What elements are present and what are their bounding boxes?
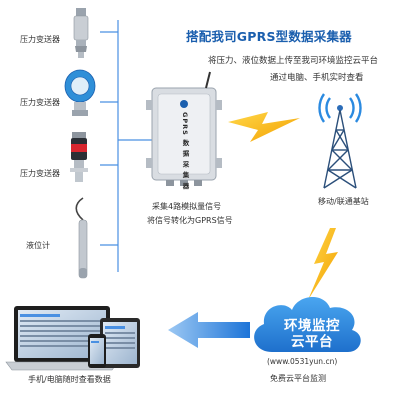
collector-caption-2: 将信号转化为GPRS信号 [147,216,233,225]
phone-icon [88,334,106,368]
wireless-signal-lightning-icon [308,228,338,300]
pressure-transmitter-icon [70,132,88,182]
tablet-icon [100,318,140,368]
devices-caption: 手机/电脑随时查看数据 [28,375,111,384]
description-line-1: 将压力、液位数据上传至我司环境监控云平台 [208,56,379,66]
cloud-title-line-1: 环境监控 [284,318,340,334]
pressure-transmitter-icon [73,8,89,58]
collector-caption-1: 采集4路模拟量信号 [152,202,222,211]
base-station-label: 移动/联通基站 [318,197,369,206]
cloud-title-line-2: 云平台 [291,334,333,350]
level-meter-icon [75,197,88,279]
sensor-label-1: 压力变送器 [20,35,60,44]
gprs-collector-box [146,71,222,186]
collector-box-label: GPRS 数 据 采 集 器 [181,112,189,190]
sensor-label-3: 压力变送器 [20,169,60,178]
sensor-connector-lines [100,20,152,272]
data-flow-arrow-icon [168,312,250,348]
description-line-2: 通过电脑、手机实时查看 [270,73,364,83]
wireless-signal-lightning-icon [228,112,300,142]
page-title: 搭配我司GPRS型数据采集器 [186,29,352,44]
base-station-tower-icon [318,93,362,189]
cloud-caption: 免费云平台监测 [270,374,326,383]
sensor-label-4: 液位计 [26,241,50,250]
cloud-url[interactable]: (www.0531yun.cn) [262,356,343,367]
cloud-platform-icon [254,296,361,352]
sensor-label-2: 压力变送器 [20,98,60,107]
pressure-transmitter-icon [64,69,96,116]
